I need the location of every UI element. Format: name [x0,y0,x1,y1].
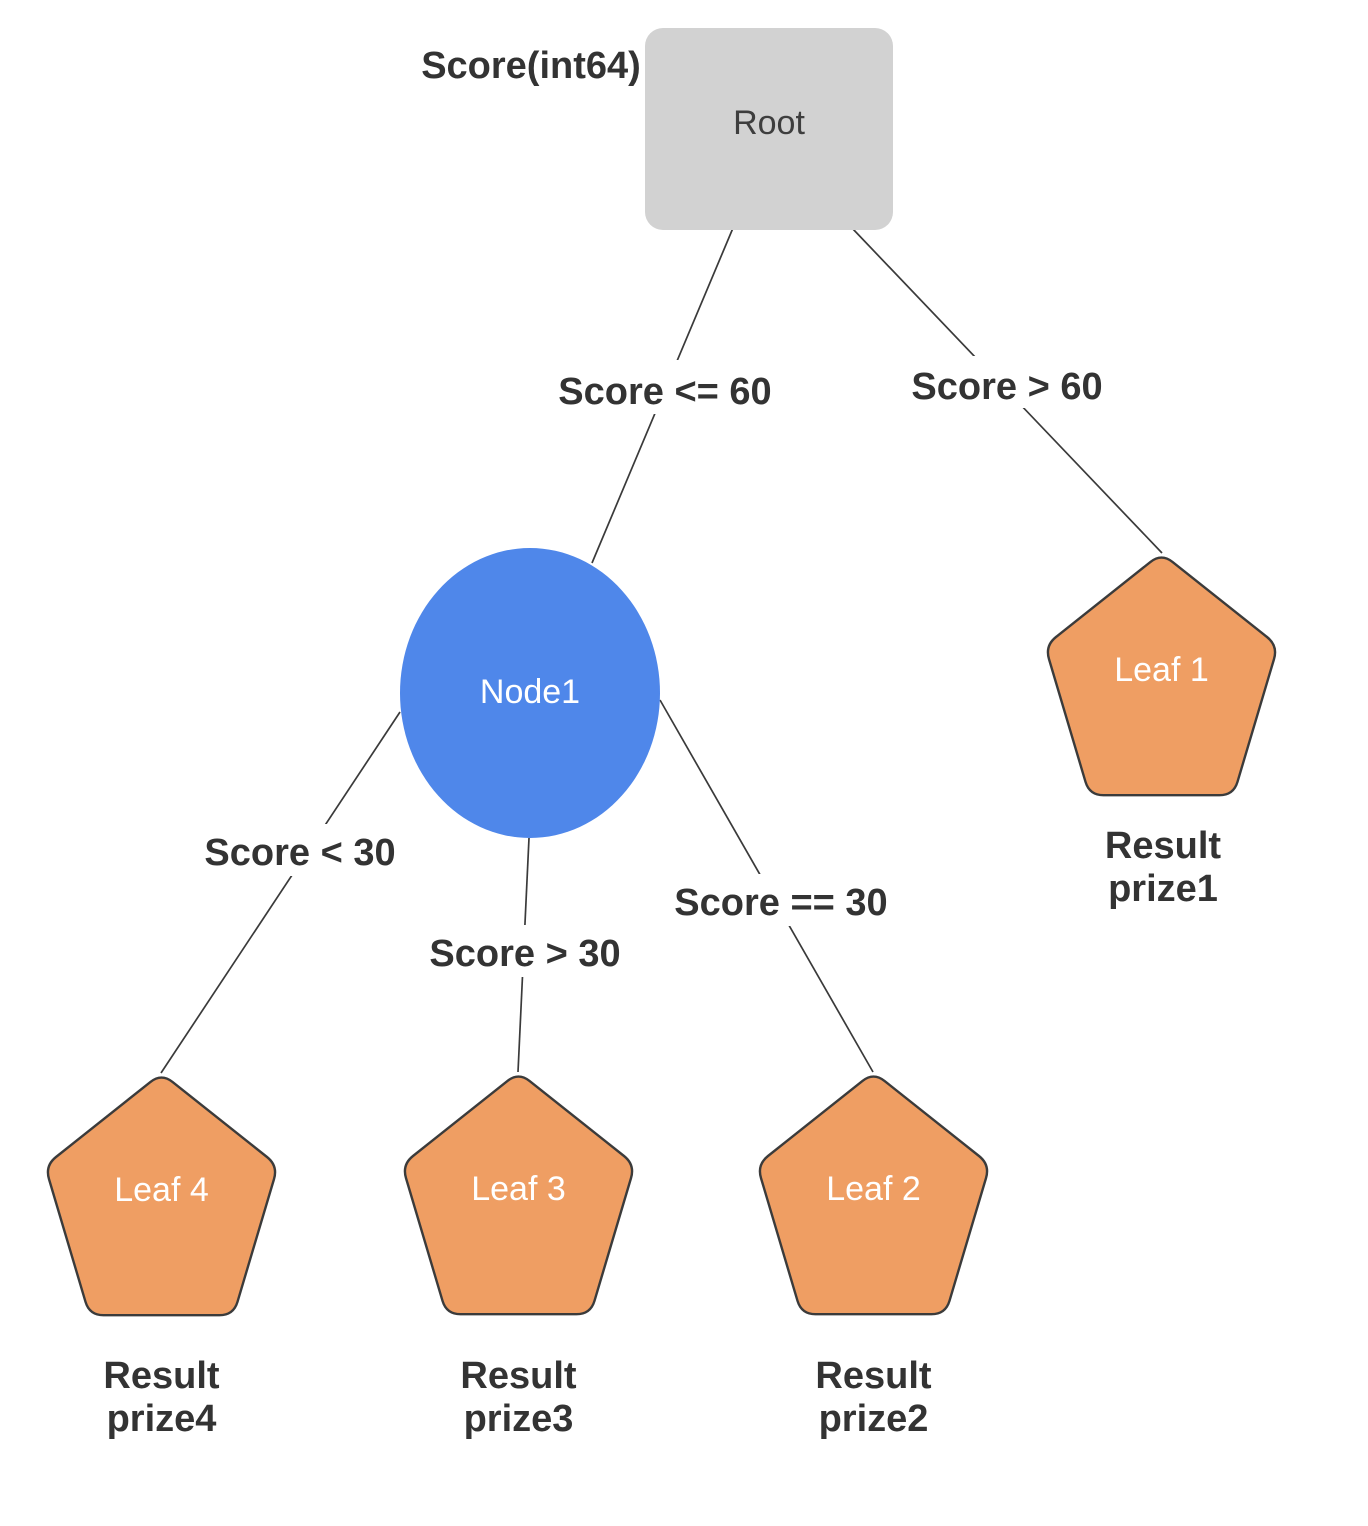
nodes: Root Node1 Leaf 1 Leaf 4 Leaf 3 Leaf 2 [46,28,1277,1317]
node-leaf3: Leaf 3 [403,1075,634,1316]
field-type-label: Score(int64) [421,45,641,87]
node-root: Root [645,28,893,230]
edge-label-text: Score > 30 [429,933,620,975]
result-line2: prize1 [1108,868,1218,910]
edge-label-score-gt-30: Score > 30 [418,925,632,977]
edge-label-bg [664,874,898,926]
result-line2: prize3 [464,1398,574,1440]
edge-label-bg [418,925,632,977]
root-node-shape[interactable] [645,28,893,230]
result-line2: prize2 [819,1398,929,1440]
edge-labels: Score <= 60 Score > 60 Score < 30 Score … [194,356,1116,977]
result-line1: Result [103,1355,219,1397]
edge-label-score-lt-30: Score < 30 [194,824,406,876]
edge-label-score-gt-60: Score > 60 [898,356,1116,408]
edges [160,227,1163,1074]
decision-node-shape[interactable] [400,548,660,838]
edge-label-bg [194,824,406,876]
node-leaf4: Leaf 4 [46,1076,277,1317]
result-label-leaf4: Result prize4 [103,1355,219,1440]
leaf3-label: Leaf 3 [471,1170,566,1208]
leaf2-pentagon-shape[interactable] [758,1075,989,1316]
edge-label-text: Score <= 60 [558,371,771,413]
edge-label-text: Score > 60 [911,366,1102,408]
decision-node-label: Node1 [480,673,580,711]
result-label-leaf2: Result prize2 [815,1355,931,1440]
result-labels: Result prize1 Result prize4 Result prize… [103,825,1221,1440]
leaf4-label: Leaf 4 [114,1171,209,1209]
leaf4-pentagon-shape[interactable] [46,1076,277,1317]
result-label-leaf1: Result prize1 [1105,825,1221,910]
leaf3-pentagon-shape[interactable] [403,1075,634,1316]
edge-label-text: Score == 30 [674,882,887,924]
node-leaf2: Leaf 2 [758,1075,989,1316]
edge-label-bg [898,356,1116,408]
edge-label-score-eq-30: Score == 30 [664,874,898,926]
edge-label-score-le-60: Score <= 60 [546,360,784,414]
result-label-leaf3: Result prize3 [460,1355,576,1440]
result-line1: Result [815,1355,931,1397]
edge-label-bg [546,360,784,414]
edge-node1-to-leaf4 [160,711,401,1074]
result-line1: Result [1105,825,1221,867]
result-line2: prize4 [107,1398,217,1440]
root-node-label: Root [733,104,805,142]
result-line1: Result [460,1355,576,1397]
leaf1-pentagon-shape[interactable] [1046,556,1277,797]
node-node1: Node1 [400,548,660,838]
edge-label-text: Score < 30 [204,832,395,874]
leaf1-label: Leaf 1 [1114,651,1209,689]
node-leaf1: Leaf 1 [1046,556,1277,797]
leaf2-label: Leaf 2 [826,1170,921,1208]
